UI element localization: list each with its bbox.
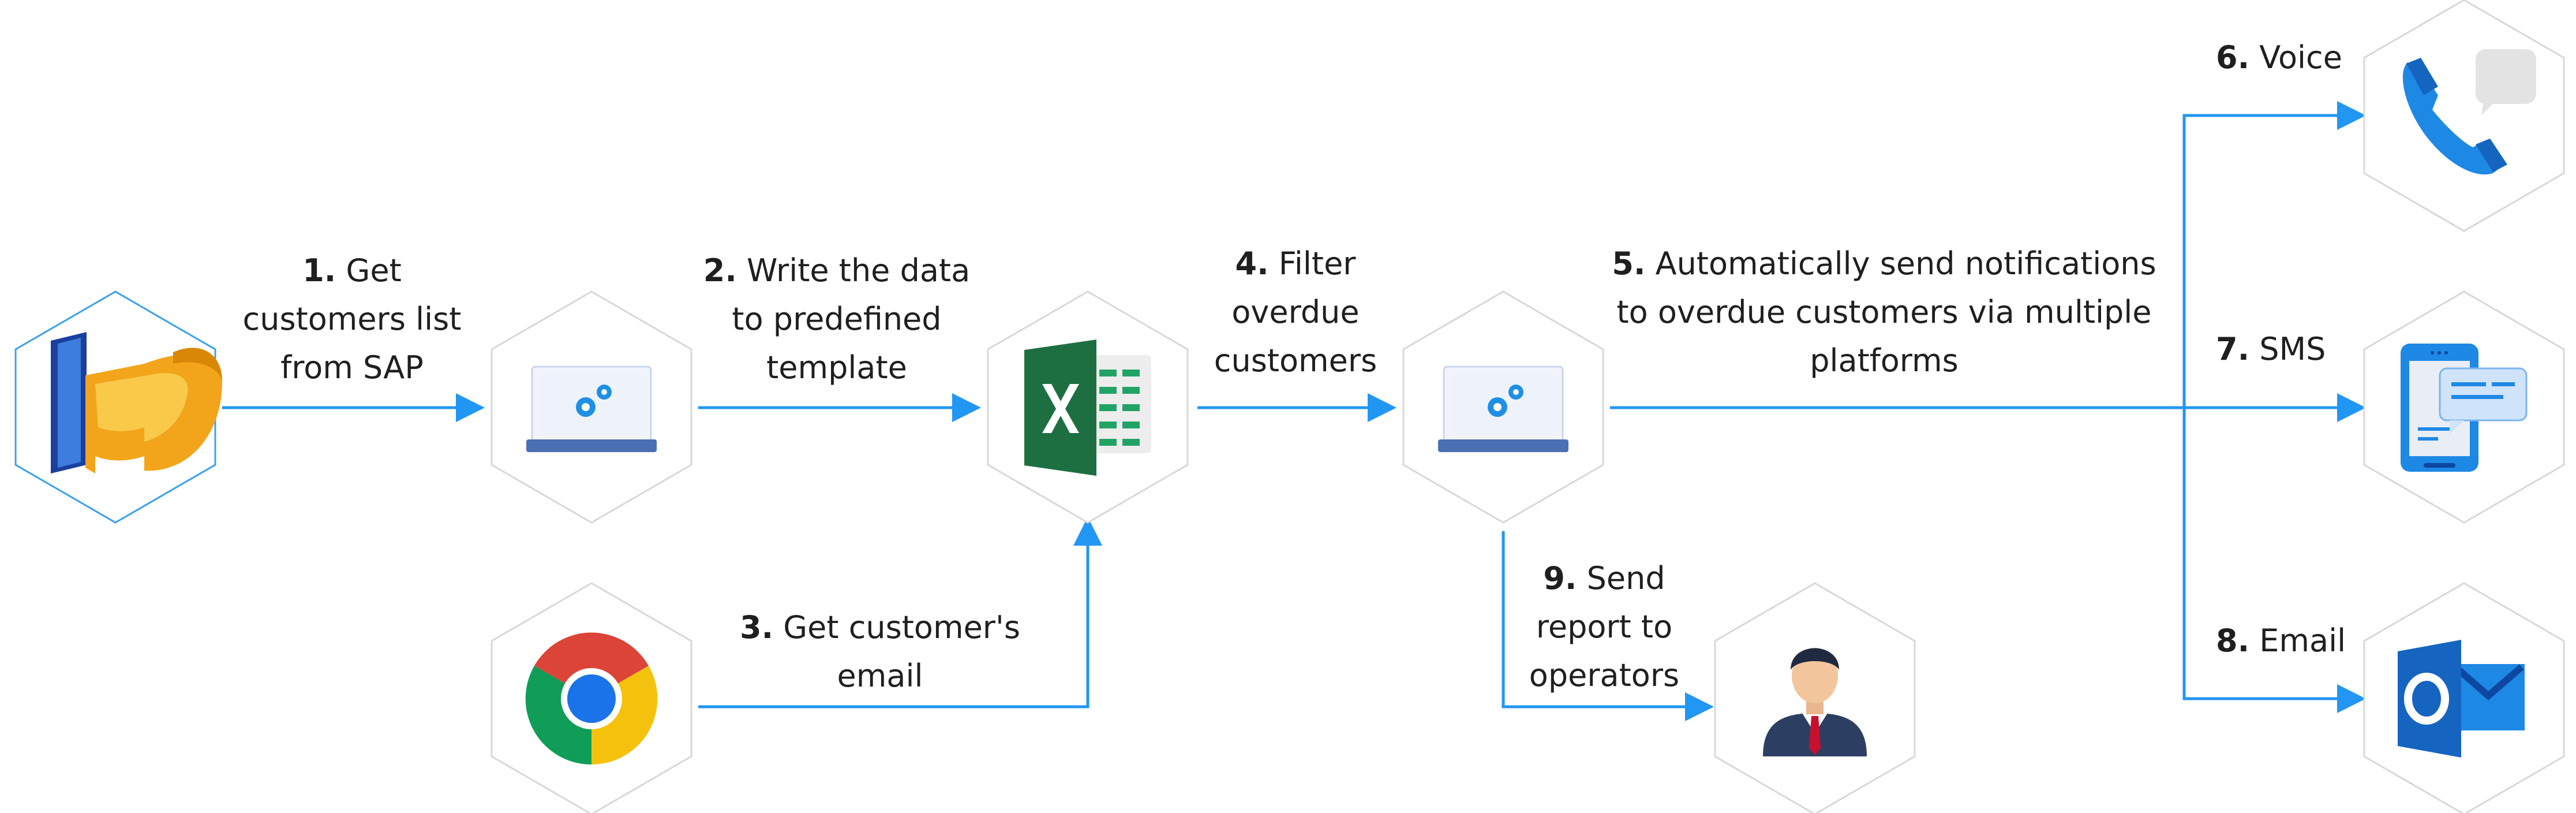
step-text: SMS	[2259, 331, 2326, 367]
step-text: platforms	[1810, 342, 1959, 379]
step-text: from SAP	[280, 349, 424, 386]
sap-logon-icon	[51, 332, 222, 473]
step-text: Write the data	[747, 252, 971, 289]
step-number: 5.	[1612, 245, 1646, 282]
chrome-icon	[525, 632, 658, 765]
step-3-label: 3. Get customer's email	[704, 603, 1056, 700]
arrow-chrome-to-excel	[698, 517, 1102, 708]
step-text: to overdue customers via multiple	[1616, 294, 2152, 330]
step-text: Get	[346, 252, 402, 289]
step-number: 2.	[703, 252, 737, 289]
step-number: 1.	[302, 252, 336, 289]
step-2-label: 2. Write the data to predefined template	[681, 247, 993, 392]
step-9-label: 9. Send report to operators	[1512, 554, 1697, 700]
step-text: customers list	[242, 301, 462, 337]
step-text: customers	[1214, 342, 1377, 379]
step-1-label: 1. Get customers list from SAP	[219, 247, 485, 392]
phone-call-icon	[2402, 49, 2536, 175]
step-6-label: 6. Voice	[2216, 40, 2342, 75]
step-number: 3.	[740, 609, 774, 646]
step-4-label: 4. Filter overdue customers	[1189, 240, 1402, 385]
step-8-label: 8. Email	[2216, 624, 2346, 658]
laptop-gears-icon	[1438, 366, 1568, 452]
arrow-to-email	[2182, 408, 2366, 713]
step-text: Email	[2259, 622, 2346, 659]
laptop-gears-icon	[526, 366, 657, 452]
excel-icon	[1024, 340, 1151, 476]
hex-voice	[2363, 0, 2565, 232]
step-text: Filter	[1278, 245, 1356, 282]
step-number: 7.	[2216, 331, 2250, 367]
arrow-to-voice	[2182, 101, 2366, 408]
step-text: template	[766, 349, 907, 386]
step-number: 8.	[2216, 622, 2250, 659]
step-text: Automatically send notifications	[1655, 245, 2156, 282]
step-number: 9.	[1543, 560, 1577, 596]
businessman-avatar-icon	[1763, 648, 1867, 756]
smartphone-chat-icon	[2401, 344, 2528, 472]
step-text: Voice	[2259, 39, 2342, 76]
step-text: operators	[1529, 657, 1680, 693]
step-text: Send	[1586, 560, 1665, 596]
step-text: report to	[1536, 609, 1673, 645]
step-text: Get customer's	[783, 609, 1020, 646]
step-number: 4.	[1235, 245, 1269, 282]
step-5-label: 5. Automatically send notifications to o…	[1604, 240, 2164, 385]
step-7-label: 7. SMS	[2216, 332, 2326, 367]
step-text: email	[837, 658, 923, 694]
step-text: overdue	[1231, 294, 1360, 330]
step-text: to predefined	[732, 301, 942, 337]
arrow-bot2-to-operator	[1502, 531, 1714, 721]
step-number: 6.	[2216, 39, 2250, 76]
outlook-icon	[2398, 640, 2525, 758]
